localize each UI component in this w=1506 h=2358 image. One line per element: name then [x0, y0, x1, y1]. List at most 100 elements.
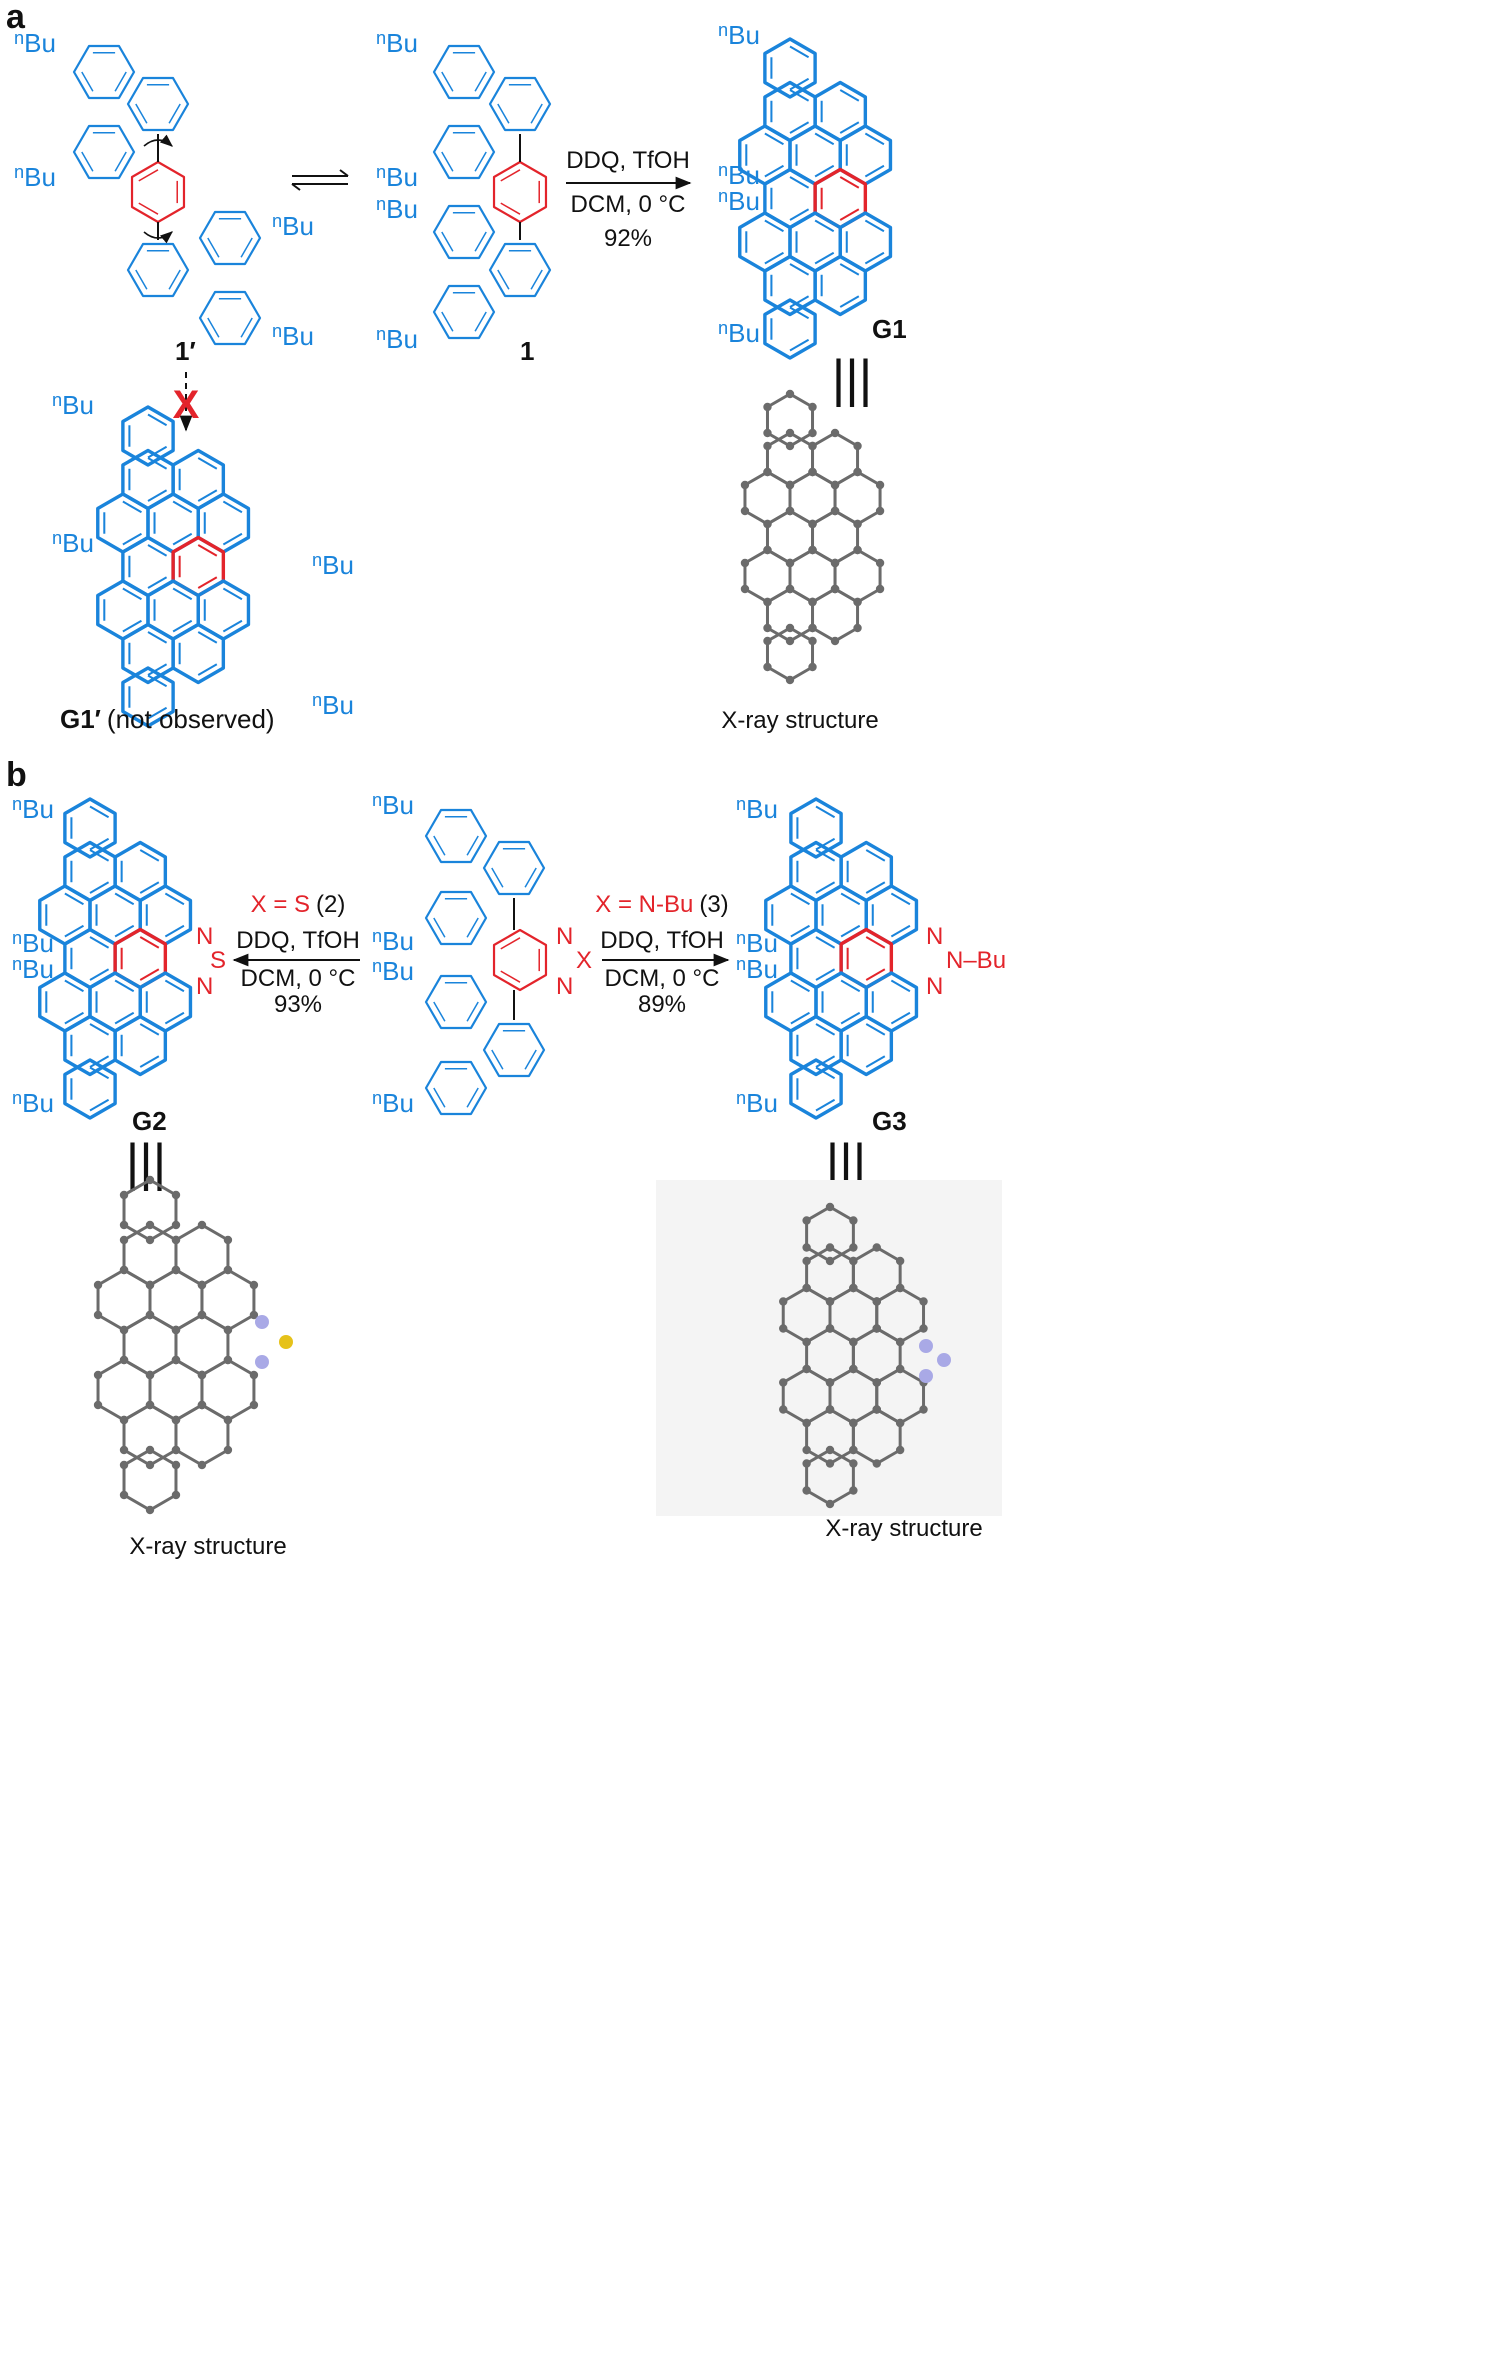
carbon-atom — [145, 1175, 155, 1185]
double-bond — [168, 269, 181, 290]
g2-heteroatom-s: S — [210, 947, 226, 974]
butyl-label-1p-b: nBu — [14, 162, 56, 192]
carbon-atom — [808, 636, 817, 646]
double-bond — [122, 532, 142, 546]
xray-ring — [765, 587, 815, 643]
carbon-atom — [919, 1324, 928, 1333]
carbon-atom — [808, 662, 817, 672]
double-bond — [114, 892, 135, 906]
svg-text:nBu: nBu — [376, 194, 418, 224]
reaction-a-reagents: DDQ, TfOH — [566, 147, 690, 174]
carbon-atom — [872, 1324, 881, 1333]
double-bond — [865, 968, 886, 981]
svg-text:nBu: nBu — [718, 318, 760, 348]
carbon-atom — [197, 1280, 207, 1290]
carbon-atom — [785, 506, 795, 516]
double-bond — [122, 619, 142, 633]
svg-text:nBu: nBu — [372, 1088, 414, 1118]
g3-label: G3 — [872, 1106, 907, 1136]
double-bond — [865, 881, 886, 894]
double-bond — [222, 619, 243, 633]
aryl-ring — [126, 242, 190, 298]
double-bond — [864, 251, 885, 265]
double-bond — [441, 151, 454, 172]
nitrogen-atom — [919, 1339, 933, 1353]
double-bond — [89, 849, 110, 862]
double-bond — [815, 805, 836, 819]
carbon-atom — [849, 1243, 858, 1252]
double-bond — [89, 805, 110, 819]
butyl-label-1-d: nBu — [376, 324, 418, 354]
carbon-atom — [249, 1310, 259, 1320]
double-bond — [147, 663, 168, 676]
g1prime-caption: G1′(not observed) — [60, 704, 275, 734]
carbon-atom — [145, 1370, 155, 1380]
carbon-atom — [119, 1490, 129, 1500]
carbon-atom — [808, 467, 817, 477]
carbon-atom — [119, 1220, 129, 1230]
carbon-atom — [785, 428, 795, 438]
xray-caption-g1: X-ray structure — [721, 707, 878, 734]
butyl-label-g1p-b: nBu — [52, 528, 94, 558]
fused-ring — [63, 797, 117, 859]
carbon-atom — [825, 1297, 835, 1306]
g2-heteroatom-n1: N — [196, 923, 213, 950]
carbon-atom — [119, 1415, 129, 1425]
carbon-atom — [825, 1459, 835, 1468]
xray-ring — [174, 1403, 230, 1467]
double-bond — [164, 892, 185, 906]
double-bond — [500, 202, 521, 215]
xray-ring — [765, 626, 815, 682]
carbon-atom — [875, 558, 885, 568]
carbon-atom — [895, 1283, 905, 1293]
carbon-atom — [779, 1324, 788, 1333]
double-bond — [789, 306, 810, 320]
blocked-x-mark: X — [173, 383, 200, 427]
carbon-atom — [763, 636, 772, 646]
double-bond — [839, 121, 860, 134]
carbon-atom — [223, 1415, 233, 1425]
svg-text:nBu: nBu — [718, 186, 760, 216]
butyl-label-g1p-c: nBu — [312, 550, 354, 580]
compound-1prime-label: 1′ — [175, 336, 196, 366]
carbon-atom — [853, 519, 862, 529]
carbon-atom — [93, 1280, 103, 1290]
carbon-atom — [825, 1202, 835, 1212]
carbon-atom — [875, 480, 885, 490]
fused-ring — [121, 405, 175, 467]
carbon-atom — [223, 1235, 233, 1245]
carbon-atom — [802, 1459, 811, 1468]
double-bond — [64, 924, 84, 938]
xray-ring — [765, 392, 815, 448]
carbon-atom — [875, 584, 885, 594]
carbon-atom — [171, 1415, 181, 1425]
svg-text:nBu: nBu — [14, 162, 56, 192]
double-bond — [433, 917, 446, 938]
fused-ring — [839, 1014, 894, 1077]
aryl-ring — [198, 290, 262, 346]
right-reaction-condition: X = N-Bu(3) — [595, 891, 728, 918]
carbon-atom — [825, 1243, 835, 1252]
carbon-atom — [145, 1445, 155, 1455]
double-bond — [89, 1055, 110, 1068]
double-bond — [839, 295, 860, 308]
xray-structure-g1 — [740, 389, 885, 685]
carbon-atom — [785, 584, 795, 594]
double-bond — [890, 924, 911, 938]
svg-text:nBu: nBu — [12, 928, 54, 958]
double-bond — [789, 121, 810, 134]
double-bond — [474, 231, 487, 252]
rotation-arrow — [143, 231, 173, 244]
svg-text:nBu: nBu — [376, 28, 418, 58]
carbon-atom — [802, 1418, 811, 1428]
double-bond — [433, 1087, 446, 1108]
carbon-atom — [93, 1310, 103, 1320]
double-bond — [138, 202, 159, 215]
carbon-atom — [802, 1216, 811, 1225]
double-bond — [89, 1066, 110, 1080]
double-bond — [890, 892, 911, 906]
left-reaction-reagents: DDQ, TfOH — [236, 927, 360, 954]
svg-text:nBu: nBu — [376, 324, 418, 354]
double-bond — [122, 500, 142, 514]
butyl-label-g1p-d: nBu — [312, 690, 354, 720]
